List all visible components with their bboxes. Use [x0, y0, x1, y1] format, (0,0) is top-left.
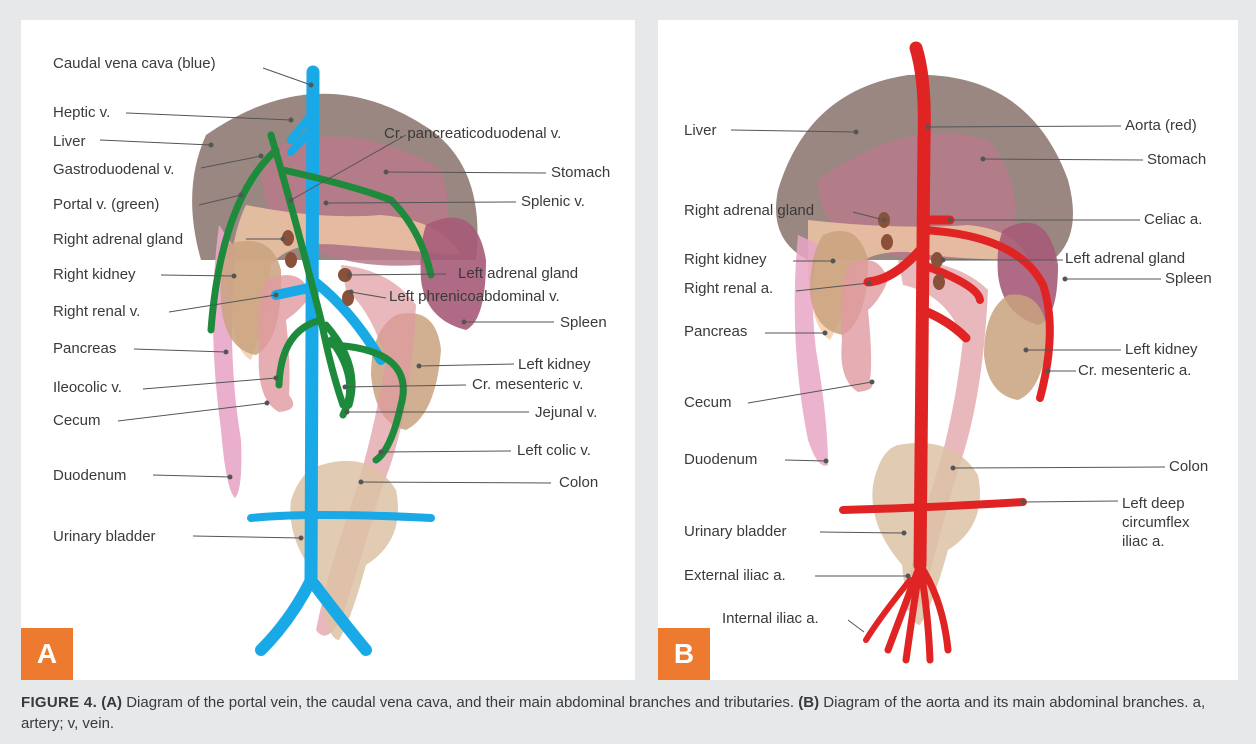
label-left-kidney-a: Left kidney: [518, 356, 591, 374]
label-right-kidney-b: Right kidney: [684, 251, 767, 269]
label-colon-a: Colon: [559, 474, 598, 492]
figure-caption: FIGURE 4. (A) Diagram of the portal vein…: [21, 692, 1231, 734]
label-ileocolic-v: Ileocolic v.: [53, 379, 122, 397]
label-pancreas-b: Pancreas: [684, 323, 747, 341]
label-liver-b: Liver: [684, 122, 717, 140]
label-spleen-a: Spleen: [560, 314, 607, 332]
label-aorta: Aorta (red): [1125, 117, 1197, 135]
panel-b: Liver Right adrenal gland Right kidney R…: [658, 20, 1238, 680]
label-cecum-a: Cecum: [53, 412, 101, 430]
label-cr-mesenteric-v: Cr. mesenteric v.: [472, 376, 583, 394]
label-ldcia-line2: circumflex: [1122, 513, 1190, 532]
label-liver-a: Liver: [53, 133, 86, 151]
label-stomach-b: Stomach: [1147, 151, 1206, 169]
label-left-adrenal-gland-a: Left adrenal gland: [458, 265, 578, 283]
caption-b-marker: (B): [798, 694, 819, 711]
label-colon-b: Colon: [1169, 458, 1208, 476]
caption-a-marker: (A): [101, 694, 122, 711]
label-portal-v: Portal v. (green): [53, 196, 159, 214]
label-left-adrenal-gland-b: Left adrenal gland: [1065, 250, 1185, 268]
caption-figure-number: FIGURE 4.: [21, 694, 97, 711]
label-external-iliac-a: External iliac a.: [684, 567, 786, 585]
label-cr-mesenteric-a: Cr. mesenteric a.: [1078, 362, 1191, 380]
left-kidney-shape: [984, 295, 1048, 401]
label-left-colic-v: Left colic v.: [517, 442, 591, 460]
label-heptic-v: Heptic v.: [53, 104, 110, 122]
label-right-adrenal-gland-b: Right adrenal gland: [684, 202, 814, 220]
label-right-kidney-a: Right kidney: [53, 266, 136, 284]
caption-a-text: Diagram of the portal vein, the caudal v…: [122, 694, 798, 711]
label-duodenum-a: Duodenum: [53, 467, 126, 485]
label-right-adrenal-gland-a: Right adrenal gland: [53, 231, 183, 249]
label-left-deep-circumflex-iliac-a: Left deep circumflex iliac a.: [1122, 494, 1190, 551]
label-left-phrenicoabdominal-v: Left phrenicoabdominal v.: [389, 288, 560, 306]
label-urinary-bladder-b: Urinary bladder: [684, 523, 787, 541]
label-cecum-b: Cecum: [684, 394, 732, 412]
label-duodenum-b: Duodenum: [684, 451, 757, 469]
label-gastroduodenal-v: Gastroduodenal v.: [53, 161, 174, 179]
label-ldcia-line1: Left deep: [1122, 494, 1190, 513]
label-stomach-a: Stomach: [551, 164, 610, 182]
label-pancreas-a: Pancreas: [53, 340, 116, 358]
label-ldcia-line3: iliac a.: [1122, 532, 1190, 551]
panel-a-badge: A: [21, 628, 73, 680]
label-jejunal-v: Jejunal v.: [535, 404, 597, 422]
label-cr-pancreaticoduodenal-v: Cr. pancreaticoduodenal v.: [384, 125, 561, 143]
label-left-kidney-b: Left kidney: [1125, 341, 1198, 359]
label-splenic-v: Splenic v.: [521, 193, 585, 211]
label-celiac-a: Celiac a.: [1144, 211, 1202, 229]
label-urinary-bladder-a: Urinary bladder: [53, 528, 156, 546]
panel-a: Caudal vena cava (blue) Heptic v. Liver …: [21, 20, 635, 680]
label-caudal-vena-cava: Caudal vena cava (blue): [53, 55, 216, 73]
panel-b-badge: B: [658, 628, 710, 680]
label-right-renal-a: Right renal a.: [684, 280, 773, 298]
label-right-renal-v: Right renal v.: [53, 303, 140, 321]
label-internal-iliac-a: Internal iliac a.: [722, 610, 819, 628]
label-spleen-b: Spleen: [1165, 270, 1212, 288]
